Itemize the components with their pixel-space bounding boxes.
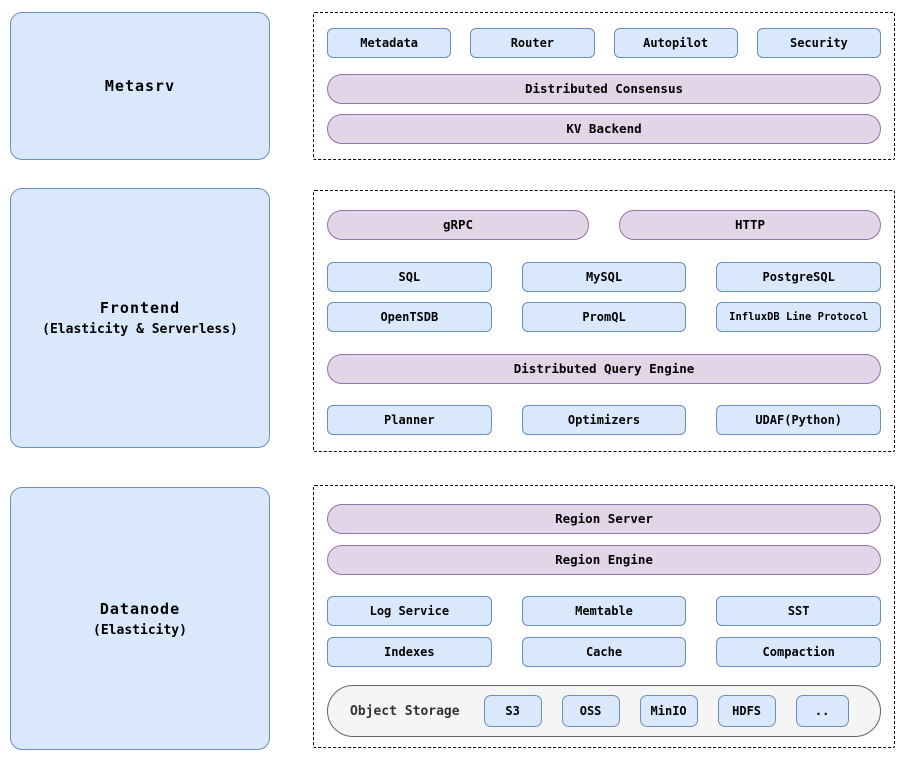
module-box-planner: Planner (327, 405, 492, 435)
object-storage-group: Object Storage S3 OSS MinIO HDFS .. (327, 685, 881, 737)
panel-frontend-title: Frontend (99, 299, 181, 317)
module-box-cache: Cache (521, 637, 687, 667)
module-box-indexes: Indexes (327, 637, 492, 667)
module-box-promql: PromQL (521, 302, 687, 332)
frontend-engine-modules-row: Planner Optimizers UDAF(Python) (327, 405, 882, 435)
module-box-compaction: Compaction (716, 637, 882, 667)
pill-region-engine: Region Engine (327, 545, 881, 575)
module-box-autopilot: Autopilot (613, 28, 738, 58)
panel-datanode-subtitle: (Elasticity) (93, 622, 187, 638)
pill-distributed-consensus: Distributed Consensus (327, 74, 881, 104)
metasrv-modules-row: Metadata Router Autopilot Security (327, 28, 881, 58)
frontend-modules-container: gRPC HTTP SQL MySQL PostgreSQL OpenTSDB … (313, 190, 895, 452)
module-box-udaf-python: UDAF(Python) (716, 405, 882, 435)
module-box-postgresql: PostgreSQL (716, 262, 882, 292)
frontend-protocol-pills-row: gRPC HTTP (327, 210, 881, 240)
storage-box-minio: MinIO (639, 695, 698, 727)
panel-datanode-title: Datanode (99, 599, 181, 618)
frontend-protocols-row1: SQL MySQL PostgreSQL (327, 262, 882, 292)
module-box-metadata: Metadata (327, 28, 452, 58)
pill-kv-backend: KV Backend (327, 114, 881, 144)
panel-datanode: Datanode (Elasticity) (10, 487, 270, 750)
datanode-modules-container: Region Server Region Engine Log Service … (313, 485, 895, 748)
pill-distributed-query-engine: Distributed Query Engine (327, 354, 881, 384)
storage-box-more: .. (795, 695, 849, 727)
panel-metasrv-title: Metasrv (104, 77, 176, 95)
datanode-modules-row1: Log Service Memtable SST (327, 596, 882, 626)
module-box-sql: SQL (327, 262, 492, 292)
pill-region-server: Region Server (327, 504, 881, 534)
storage-box-oss: OSS (561, 695, 620, 727)
panel-metasrv: Metasrv (10, 12, 270, 160)
storage-box-hdfs: HDFS (717, 695, 776, 727)
storage-box-s3: S3 (483, 695, 542, 727)
pill-http: HTTP (619, 210, 881, 240)
module-box-sst: SST (716, 596, 882, 626)
frontend-protocols-row2: OpenTSDB PromQL InfluxDB Line Protocol (327, 302, 882, 332)
module-box-influxdb-line-protocol: InfluxDB Line Protocol (716, 302, 882, 332)
datanode-modules-row2: Indexes Cache Compaction (327, 637, 882, 667)
module-box-mysql: MySQL (521, 262, 687, 292)
object-storage-label: Object Storage (350, 703, 460, 719)
pill-grpc: gRPC (327, 210, 589, 240)
module-box-opentsdb: OpenTSDB (327, 302, 492, 332)
module-box-log-service: Log Service (327, 596, 492, 626)
module-box-memtable: Memtable (521, 596, 687, 626)
panel-frontend-subtitle: (Elasticity & Serverless) (42, 322, 238, 337)
metasrv-modules-container: Metadata Router Autopilot Security Distr… (313, 12, 895, 160)
panel-frontend: Frontend (Elasticity & Serverless) (10, 188, 270, 448)
module-box-router: Router (470, 28, 595, 58)
module-box-security: Security (756, 28, 881, 58)
module-box-optimizers: Optimizers (521, 405, 687, 435)
